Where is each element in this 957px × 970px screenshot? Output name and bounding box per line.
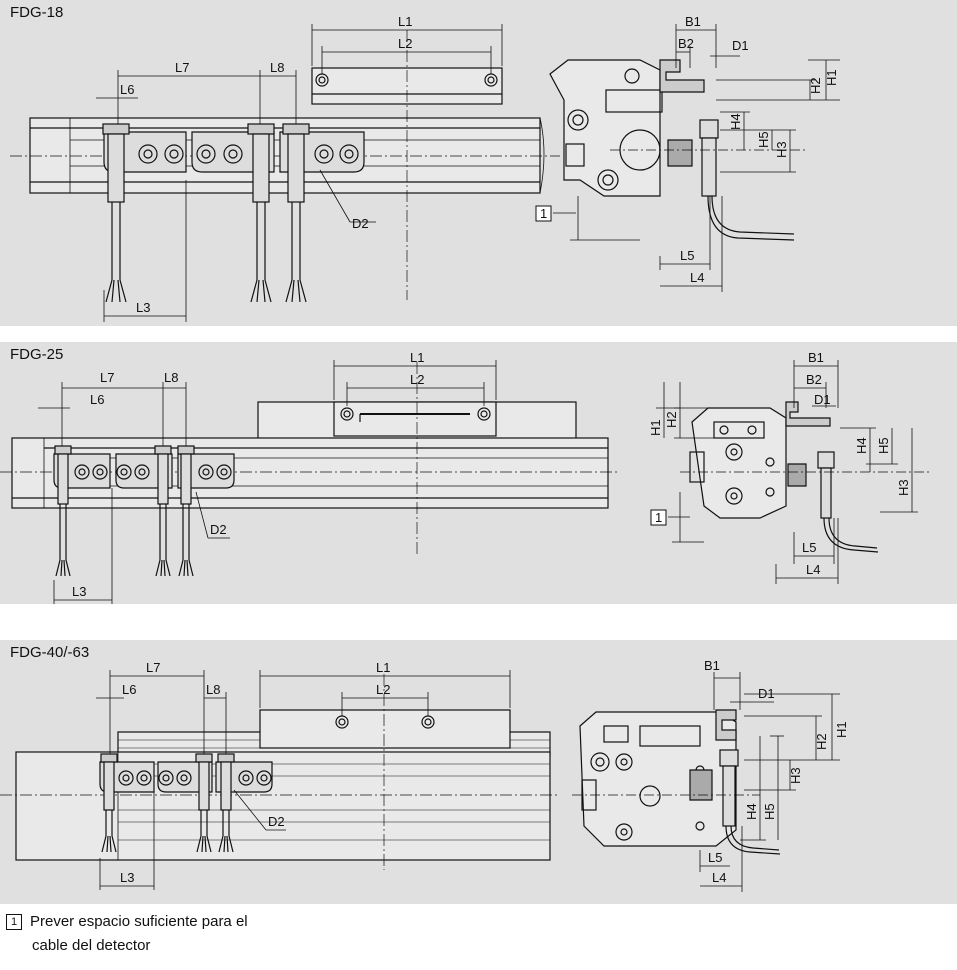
- label-D2: D2: [210, 522, 227, 537]
- label-H4: H4: [744, 803, 759, 820]
- label-L6: L6: [122, 682, 136, 697]
- label-H4: H4: [728, 113, 743, 130]
- label-L7: L7: [100, 370, 114, 385]
- dimensions-side: [96, 24, 503, 322]
- panel-fdg-18: FDG-18: [0, 0, 957, 326]
- footnote-text-1: Prever espacio suficiente para el: [30, 913, 248, 930]
- end-view: [549, 59, 808, 241]
- end-view: [572, 709, 781, 855]
- label-H1: H1: [834, 721, 849, 738]
- footnote-text-2: cable del detector: [32, 937, 151, 954]
- label-H4: H4: [854, 437, 869, 454]
- label-L8: L8: [270, 60, 284, 75]
- callout-1: 1: [650, 509, 690, 526]
- label-H2: H2: [808, 77, 823, 94]
- proximity-sensors: [102, 123, 310, 303]
- label-L8: L8: [206, 682, 220, 697]
- label-B2: B2: [678, 36, 694, 51]
- label-L2: L2: [398, 36, 412, 51]
- footnote-line-1: 1 Prever espacio suficiente para el: [6, 910, 248, 934]
- dimension-labels: L1 L2 L7 L8 L6 L3 D2 B1 B2 D1 H1 H2 H3 H…: [120, 14, 839, 315]
- label-H2: H2: [664, 411, 679, 428]
- label-H2: H2: [814, 733, 829, 750]
- label-D1: D1: [758, 686, 775, 701]
- label-L6: L6: [90, 392, 104, 407]
- dimension-labels: L1 L2 L7 L8 L6 L3 D2 B1 D1 H1 H2 H3 H4 H…: [120, 658, 849, 885]
- panel-fdg-40-63: FDG-40/-63: [0, 640, 957, 904]
- callout-number: 1: [540, 206, 547, 221]
- label-L4: L4: [712, 870, 726, 885]
- label-H3: H3: [896, 479, 911, 496]
- dimensions-end: [570, 24, 840, 292]
- footnote: 1 Prever espacio suficiente para el cable…: [6, 910, 248, 958]
- label-H1: H1: [648, 419, 663, 436]
- label-H5: H5: [876, 437, 891, 454]
- label-H3: H3: [774, 141, 789, 158]
- profile-side-view: [0, 731, 560, 861]
- drawing-fdg-18: L1 L2 L7 L8 L6 L3 D2 B1 B2 D1 H1 H2 H3 H…: [10, 14, 840, 322]
- label-L5: L5: [708, 850, 722, 865]
- label-B1: B1: [685, 14, 701, 29]
- label-H1: H1: [824, 69, 839, 86]
- proximity-sensors: [54, 445, 195, 577]
- dimensions-side: [96, 670, 511, 890]
- label-L7: L7: [175, 60, 189, 75]
- drawing-fdg-25: L1 L2 L7 L8 L6 L3 D2 B1 B2 D1 H1 H2 H3 H…: [0, 350, 930, 604]
- label-L1: L1: [398, 14, 412, 29]
- label-L3: L3: [120, 870, 134, 885]
- label-L4: L4: [690, 270, 704, 285]
- panel-title: FDG-25: [10, 346, 64, 363]
- label-L5: L5: [680, 248, 694, 263]
- end-view: [680, 401, 930, 553]
- label-D1: D1: [814, 392, 831, 407]
- callout-number: 1: [655, 510, 662, 525]
- footnote-number-box: 1: [6, 914, 22, 930]
- label-B2: B2: [806, 372, 822, 387]
- dimension-labels: L1 L2 L7 L8 L6 L3 D2 B1 B2 D1 H1 H2 H3 H…: [72, 350, 911, 599]
- panel-title: FDG-40/-63: [10, 644, 90, 661]
- label-L5: L5: [802, 540, 816, 555]
- label-L6: L6: [120, 82, 134, 97]
- label-D2: D2: [268, 814, 285, 829]
- switch-blocks: [103, 131, 365, 173]
- label-H5: H5: [756, 131, 771, 148]
- panel-fdg-25: FDG-25: [0, 342, 957, 604]
- switch-blocks: [99, 761, 273, 793]
- label-H3: H3: [788, 767, 803, 784]
- label-L2: L2: [376, 682, 390, 697]
- label-L2: L2: [410, 372, 424, 387]
- label-D1: D1: [732, 38, 749, 53]
- callout-1: 1: [535, 205, 576, 222]
- label-H5: H5: [762, 803, 777, 820]
- panel-title: FDG-18: [10, 4, 64, 21]
- label-L3: L3: [72, 584, 86, 599]
- label-L7: L7: [146, 660, 160, 675]
- proximity-sensors: [100, 753, 235, 853]
- dimensions-end: [656, 360, 918, 584]
- label-L8: L8: [164, 370, 178, 385]
- label-L1: L1: [376, 660, 390, 675]
- drawing-fdg-40-63: L1 L2 L7 L8 L6 L3 D2 B1 D1 H1 H2 H3 H4 H…: [0, 658, 849, 892]
- switch-rail: [259, 674, 511, 870]
- label-L1: L1: [410, 350, 424, 365]
- switch-rail: [333, 362, 497, 556]
- switch-rail: [311, 30, 503, 300]
- label-D2: D2: [352, 216, 369, 231]
- switch-blocks: [53, 453, 235, 489]
- dimensions-side: [38, 360, 497, 604]
- dimensions-end: [699, 672, 840, 892]
- label-L4: L4: [806, 562, 820, 577]
- label-B1: B1: [808, 350, 824, 365]
- label-B1: B1: [704, 658, 720, 673]
- label-L3: L3: [136, 300, 150, 315]
